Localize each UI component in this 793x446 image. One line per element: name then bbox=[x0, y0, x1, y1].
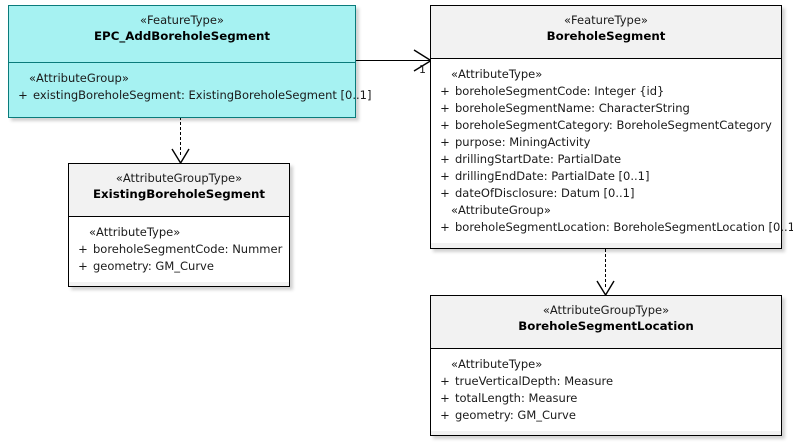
attribute-visibility: + bbox=[440, 101, 450, 115]
class-attributes-borehole-segment-location: «AttributeType» + trueVerticalDepth: Mea… bbox=[431, 349, 781, 431]
attribute-label: existingBoreholeSegment: ExistingBorehol… bbox=[33, 88, 372, 102]
class-attributes-existing-borehole-segment: «AttributeType» + boreholeSegmentCode: N… bbox=[69, 217, 289, 282]
attribute-label: boreholeSegmentCode: Integer {id} bbox=[455, 84, 665, 98]
attribute-label: boreholeSegmentCode: Nummer bbox=[93, 242, 283, 256]
class-stereotype: «AttributeGroupType» bbox=[542, 303, 670, 317]
attribute-label: purpose: MiningActivity bbox=[455, 135, 591, 149]
attribute-row[interactable]: + boreholeSegmentCode: Integer {id} bbox=[435, 83, 777, 100]
attribute-label: totalLength: Measure bbox=[455, 391, 578, 405]
attribute-row[interactable]: + trueVerticalDepth: Measure bbox=[435, 373, 777, 390]
attribute-row[interactable]: + boreholeSegmentName: CharacterString bbox=[435, 100, 777, 117]
class-box-epc-add-borehole-segment[interactable]: «FeatureType» EPC_AddBoreholeSegment «At… bbox=[8, 5, 371, 118]
attribute-label: geometry: GM_Curve bbox=[93, 259, 214, 273]
class-name: BoreholeSegmentLocation bbox=[518, 319, 694, 333]
class-box-borehole-segment-location[interactable]: «AttributeGroupType» BoreholeSegmentLoca… bbox=[430, 295, 782, 436]
attribute-row[interactable]: + geometry: GM_Curve bbox=[435, 407, 777, 424]
attribute-visibility: + bbox=[440, 374, 450, 388]
attribute-row[interactable]: + boreholeSegmentCode: Nummer bbox=[73, 241, 285, 258]
attribute-label: boreholeSegmentLocation: BoreholeSegment… bbox=[455, 220, 793, 234]
attribute-group-label: «AttributeType» bbox=[451, 67, 543, 81]
association-target-multiplicity: 1 bbox=[419, 63, 426, 76]
class-header-existing-borehole-segment: «AttributeGroupType» ExistingBoreholeSeg… bbox=[69, 164, 289, 217]
attribute-row[interactable]: + drillingStartDate: PartialDate bbox=[435, 151, 777, 168]
attribute-visibility: + bbox=[440, 135, 450, 149]
attribute-label: boreholeSegmentCategory: BoreholeSegment… bbox=[455, 118, 772, 132]
attribute-row[interactable]: + boreholeSegmentLocation: BoreholeSegme… bbox=[435, 219, 793, 236]
attribute-group-label: «AttributeGroup» bbox=[451, 203, 551, 217]
association-line-epc-to-borehole-segment[interactable] bbox=[355, 60, 431, 62]
attribute-visibility: + bbox=[440, 118, 450, 132]
attribute-visibility: + bbox=[440, 84, 450, 98]
attribute-row[interactable]: + purpose: MiningActivity bbox=[435, 134, 777, 151]
attribute-label: geometry: GM_Curve bbox=[455, 408, 576, 422]
dependency-line-epc-to-existing-borehole-segment[interactable] bbox=[180, 117, 181, 155]
class-header-borehole-segment-location: «AttributeGroupType» BoreholeSegmentLoca… bbox=[431, 296, 781, 349]
attribute-label: drillingStartDate: PartialDate bbox=[455, 152, 622, 166]
class-name: EPC_AddBoreholeSegment bbox=[93, 29, 270, 43]
attribute-row[interactable]: + drillingEndDate: PartialDate [0..1] bbox=[435, 168, 777, 185]
attribute-row[interactable]: + dateOfDisclosure: Datum [0..1] bbox=[435, 185, 777, 202]
class-box-existing-borehole-segment[interactable]: «AttributeGroupType» ExistingBoreholeSeg… bbox=[68, 163, 290, 287]
class-box-borehole-segment[interactable]: «FeatureType» BoreholeSegment «Attribute… bbox=[430, 5, 793, 249]
attribute-row[interactable]: + totalLength: Measure bbox=[435, 390, 777, 407]
class-stereotype: «FeatureType» bbox=[140, 13, 224, 27]
class-stereotype: «FeatureType» bbox=[564, 13, 648, 27]
class-name: BoreholeSegment bbox=[546, 29, 666, 43]
attribute-label: trueVerticalDepth: Measure bbox=[455, 374, 614, 388]
attribute-group-label: «AttributeGroup» bbox=[29, 71, 129, 85]
attribute-visibility: + bbox=[78, 259, 88, 273]
attribute-visibility: + bbox=[18, 88, 28, 102]
class-header-borehole-segment: «FeatureType» BoreholeSegment bbox=[431, 6, 781, 59]
class-attributes-epc-add-borehole-segment: «AttributeGroup» + existingBoreholeSegme… bbox=[9, 63, 371, 111]
attribute-visibility: + bbox=[440, 152, 450, 166]
attribute-row[interactable]: + existingBoreholeSegment: ExistingBoreh… bbox=[13, 87, 371, 104]
attribute-visibility: + bbox=[440, 220, 450, 234]
class-header-epc-add-borehole-segment: «FeatureType» EPC_AddBoreholeSegment bbox=[9, 6, 355, 63]
attribute-label: boreholeSegmentName: CharacterString bbox=[455, 101, 690, 115]
class-stereotype: «AttributeGroupType» bbox=[115, 171, 243, 185]
attribute-visibility: + bbox=[440, 408, 450, 422]
class-attributes-borehole-segment: «AttributeType» + boreholeSegmentCode: I… bbox=[431, 59, 793, 243]
attribute-label: drillingEndDate: PartialDate [0..1] bbox=[455, 169, 650, 183]
attribute-visibility: + bbox=[440, 391, 450, 405]
attribute-visibility: + bbox=[440, 169, 450, 183]
attribute-label: dateOfDisclosure: Datum [0..1] bbox=[455, 186, 635, 200]
attribute-visibility: + bbox=[78, 242, 88, 256]
attribute-visibility: + bbox=[440, 186, 450, 200]
attribute-group-label: «AttributeType» bbox=[451, 357, 543, 371]
attribute-row[interactable]: + boreholeSegmentCategory: BoreholeSegme… bbox=[435, 117, 777, 134]
attribute-row[interactable]: + geometry: GM_Curve bbox=[73, 258, 285, 275]
attribute-group-label: «AttributeType» bbox=[89, 225, 181, 239]
class-name: ExistingBoreholeSegment bbox=[93, 187, 265, 201]
dependency-line-borehole-segment-to-location[interactable] bbox=[605, 249, 606, 287]
